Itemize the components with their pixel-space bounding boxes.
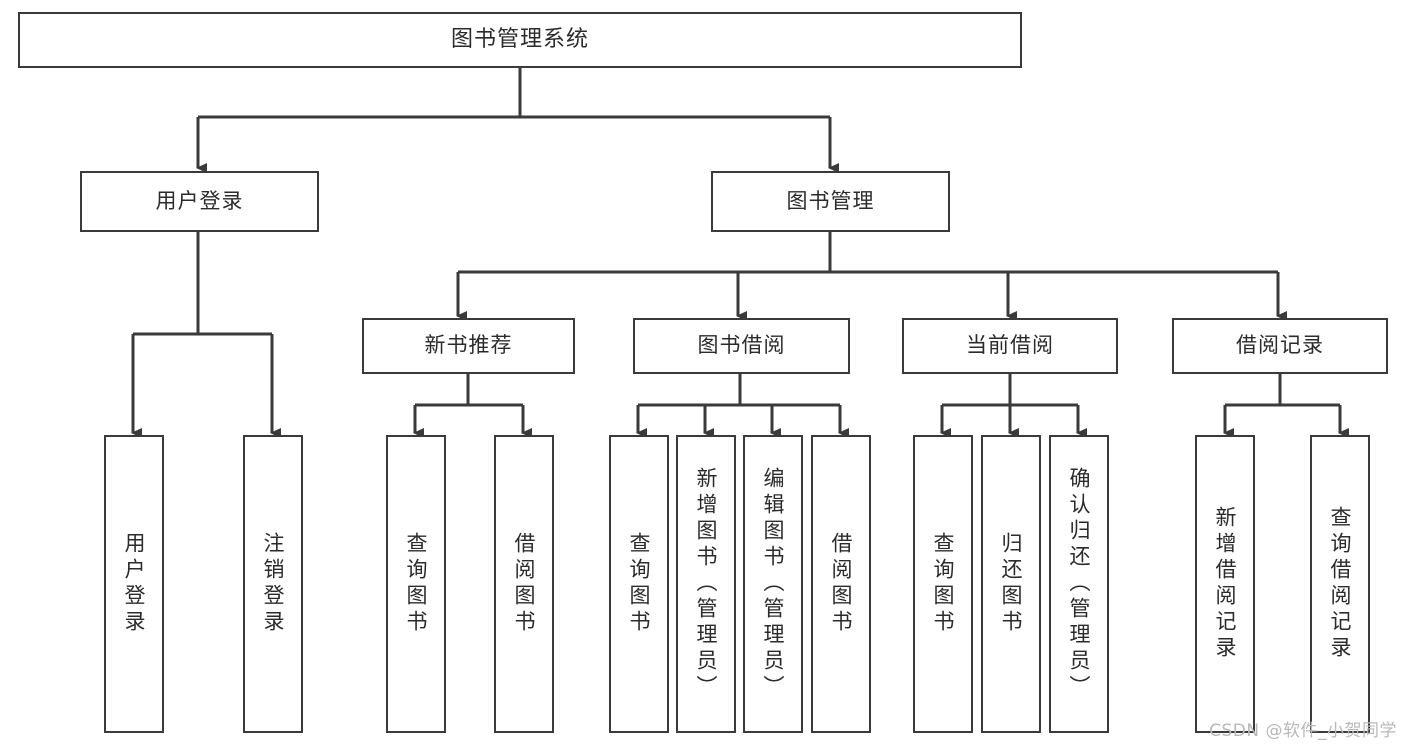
node-label: 借阅记录 — [1236, 333, 1324, 358]
leaf-edit-book[interactable]: 编辑图书（管理员） — [743, 435, 803, 733]
node-new-book-rec[interactable]: 新书推荐 — [362, 318, 575, 374]
leaf-add-book[interactable]: 新增图书（管理员） — [676, 435, 736, 733]
node-book-manage[interactable]: 图书管理 — [711, 171, 950, 232]
leaf-user-logout[interactable]: 注销登录 — [243, 435, 303, 733]
node-label: 编辑图书（管理员） — [761, 467, 786, 701]
leaf-confirm-return[interactable]: 确认归还（管理员） — [1049, 435, 1109, 733]
leaf-borrow-book-2[interactable]: 借阅图书 — [811, 435, 871, 733]
node-label: 新增借阅记录 — [1213, 506, 1238, 662]
node-label: 用户登录 — [122, 532, 147, 636]
node-label: 新书推荐 — [424, 333, 513, 358]
node-root[interactable]: 图书管理系统 — [18, 12, 1022, 68]
node-label: 用户登录 — [155, 188, 244, 213]
watermark-text: CSDN @软件_小贺同学 — [1209, 721, 1397, 741]
node-label: 新增图书（管理员） — [694, 467, 719, 701]
node-label: 查询借阅记录 — [1328, 506, 1353, 662]
node-label: 查询图书 — [627, 532, 652, 636]
node-label: 查询图书 — [404, 532, 429, 636]
node-label: 归还图书 — [999, 532, 1024, 636]
node-label: 注销登录 — [261, 532, 286, 636]
node-label: 借阅图书 — [829, 532, 854, 636]
leaf-return-book[interactable]: 归还图书 — [981, 435, 1041, 733]
node-label: 图书管理系统 — [450, 26, 589, 52]
node-book-borrow[interactable]: 图书借阅 — [633, 318, 850, 374]
leaf-query-book-1[interactable]: 查询图书 — [386, 435, 446, 733]
node-label: 确认归还（管理员） — [1067, 467, 1092, 701]
node-label: 图书管理 — [786, 188, 875, 213]
node-label: 查询图书 — [931, 532, 956, 636]
node-current-borrow[interactable]: 当前借阅 — [902, 318, 1118, 374]
leaf-query-book-2[interactable]: 查询图书 — [609, 435, 669, 733]
leaf-user-login[interactable]: 用户登录 — [104, 435, 164, 733]
node-label: 当前借阅 — [966, 333, 1054, 358]
node-label: 借阅图书 — [512, 532, 537, 636]
leaf-query-book-3[interactable]: 查询图书 — [913, 435, 973, 733]
node-user-login[interactable]: 用户登录 — [80, 171, 319, 232]
node-borrow-record[interactable]: 借阅记录 — [1172, 318, 1388, 374]
leaf-borrow-book-1[interactable]: 借阅图书 — [494, 435, 554, 733]
node-label: 图书借阅 — [697, 333, 786, 358]
leaf-add-record[interactable]: 新增借阅记录 — [1195, 435, 1255, 733]
leaf-query-record[interactable]: 查询借阅记录 — [1310, 435, 1370, 733]
